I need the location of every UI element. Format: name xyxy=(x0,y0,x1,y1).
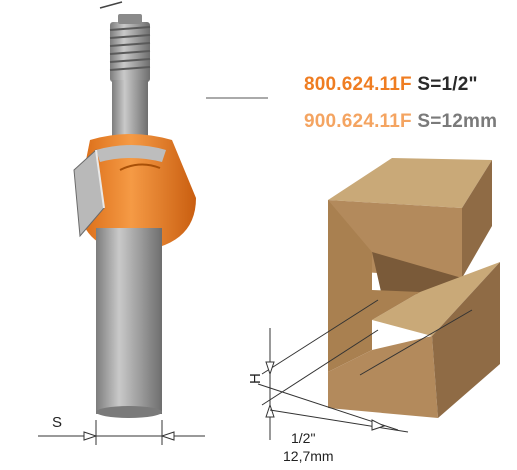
product-shank-spec: S=1/2" xyxy=(417,74,478,95)
product-code-number: 900.624.11F xyxy=(304,111,412,132)
width-dimension xyxy=(257,309,473,433)
upper-shaft xyxy=(112,80,148,142)
arrow-hint xyxy=(99,1,123,9)
shank-label: S xyxy=(52,414,63,431)
product-code-1: 800.624.11F S=1/2" xyxy=(304,74,478,96)
product-code-2: 900.624.11F S=12mm xyxy=(304,111,497,133)
product-shank-spec: S=12mm xyxy=(417,111,498,132)
height-dimension xyxy=(261,299,379,440)
shank xyxy=(96,228,162,414)
cutter-head xyxy=(73,134,196,252)
shank-dimension xyxy=(38,420,205,445)
height-label: H xyxy=(247,373,264,384)
width-metric-label: 12,7mm xyxy=(283,448,334,464)
product-code-number: 800.624.11F xyxy=(304,74,412,95)
wood-block xyxy=(328,158,500,418)
width-imperial-label: 1/2" xyxy=(291,430,316,446)
threaded-tip xyxy=(109,14,151,82)
